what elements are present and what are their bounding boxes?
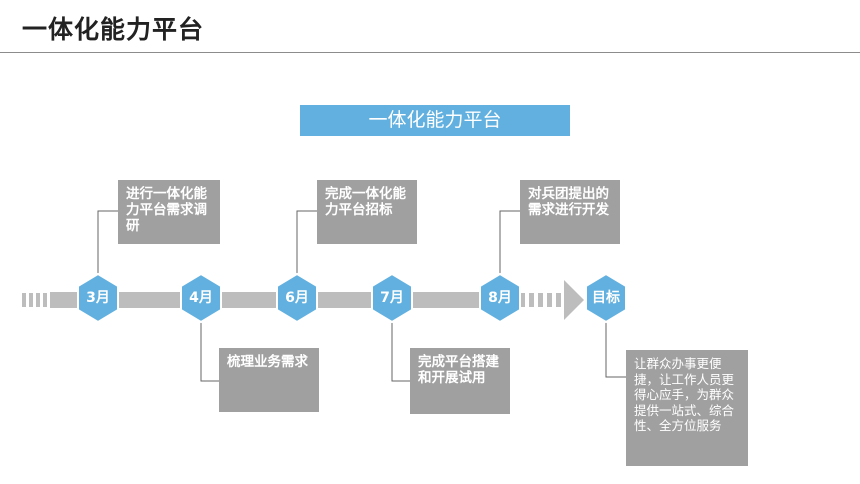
timeline-right-stripes: [520, 293, 561, 307]
milestone-node-goal: [585, 272, 627, 324]
milestone-node-8: [479, 272, 521, 324]
timeline-arrowhead: [564, 280, 584, 320]
milestone-label: 6月: [285, 290, 309, 306]
connector-lines: [97, 210, 626, 382]
milestone-label: 3月: [86, 290, 110, 306]
milestone-node-7: [371, 272, 413, 324]
milestone-label: 8月: [488, 290, 512, 306]
milestone-desc-box: 进行一体化能力平台需求调研: [118, 180, 220, 244]
milestone-node-3: [77, 272, 119, 324]
title-divider: [0, 52, 860, 53]
milestone-label: 4月: [189, 290, 213, 306]
milestone-label: 目标: [592, 290, 620, 306]
milestone-node-6: [276, 272, 318, 324]
page-title: 一体化能力平台: [22, 15, 205, 44]
milestone-label: 7月: [380, 290, 404, 306]
milestone-desc-box: 完成平台搭建和开展试用: [410, 348, 510, 414]
milestone-node-4: [180, 272, 222, 324]
milestone-desc-box: 完成一体化能力平台招标: [317, 180, 417, 244]
diagram-banner: 一体化能力平台: [300, 105, 570, 136]
goal-desc-box: 让群众办事更便捷，让工作人员更得心应手，为群众提供一站式、综合性、全方位服务: [626, 350, 748, 466]
timeline-left-stripes: [22, 293, 47, 307]
milestone-desc-box: 对兵团提出的需求进行开发: [520, 180, 620, 244]
milestone-desc-box: 梳理业务需求: [219, 348, 319, 412]
